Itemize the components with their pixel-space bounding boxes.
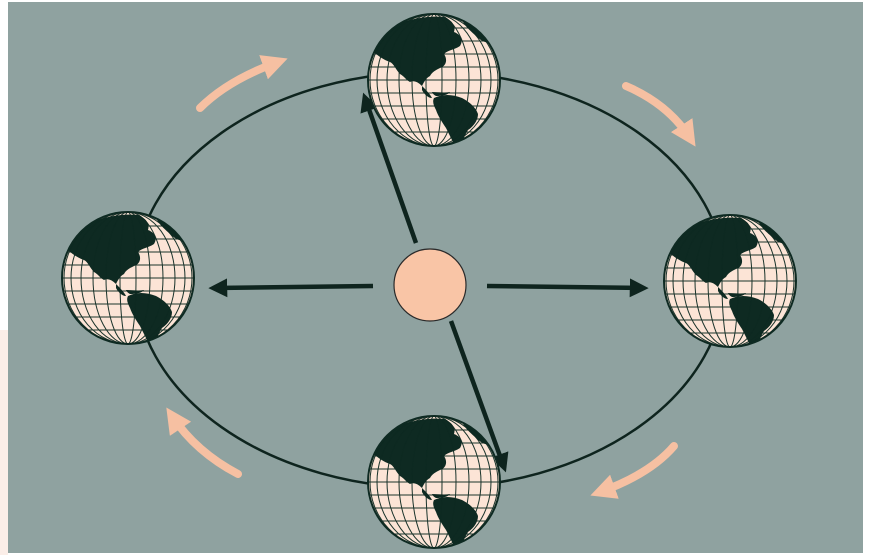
straight-arrow-icon <box>487 286 643 288</box>
left-margin-tint <box>0 330 8 555</box>
orbit-diagram-panel <box>8 2 863 553</box>
sun-icon <box>394 249 466 321</box>
earth-orbit-diagram <box>8 2 863 553</box>
straight-arrow-icon <box>214 286 373 288</box>
left-margin-strip <box>0 0 8 555</box>
